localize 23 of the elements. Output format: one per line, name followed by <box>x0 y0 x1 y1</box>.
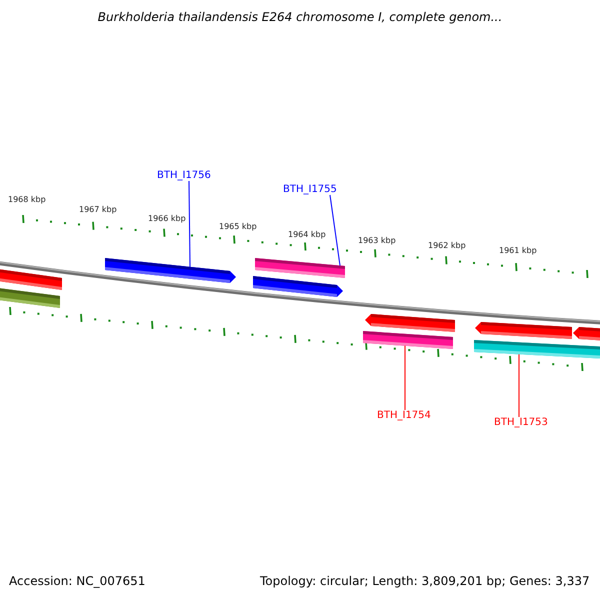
gene-feature <box>105 258 236 283</box>
gene-label: BTH_I1754 <box>377 410 431 421</box>
scale-label: 1962 kbp <box>428 242 466 251</box>
scale-label: 1966 kbp <box>148 215 186 224</box>
info-text: Accession: NC_007651 <box>9 575 146 588</box>
gene-label: BTH_I1756 <box>157 170 211 181</box>
gene-feature <box>474 340 600 359</box>
info-text: Topology: circular; Length: 3,809,201 bp; Genes: 3,337 <box>260 575 590 588</box>
leader-line <box>188 180 190 268</box>
title: Burkholderia thailandensis E264 chromosome I, complete genom... <box>96 11 504 24</box>
leader-line <box>518 354 520 418</box>
scale-label: 1964 kbp <box>288 231 326 240</box>
scale-label: 1963 kbp <box>358 237 396 246</box>
leader-line <box>404 345 406 410</box>
gene-label: BTH_I1755 <box>283 184 337 195</box>
gene-feature <box>255 258 345 278</box>
scale-label: 1967 kbp <box>79 206 117 215</box>
gene-label: BTH_I1753 <box>494 417 548 428</box>
gene-feature <box>363 331 453 349</box>
scale-label: 1965 kbp <box>219 223 257 232</box>
leader-line <box>330 194 340 266</box>
scale-label: 1961 kbp <box>499 247 537 256</box>
scale-label: 1968 kbp <box>8 196 46 205</box>
